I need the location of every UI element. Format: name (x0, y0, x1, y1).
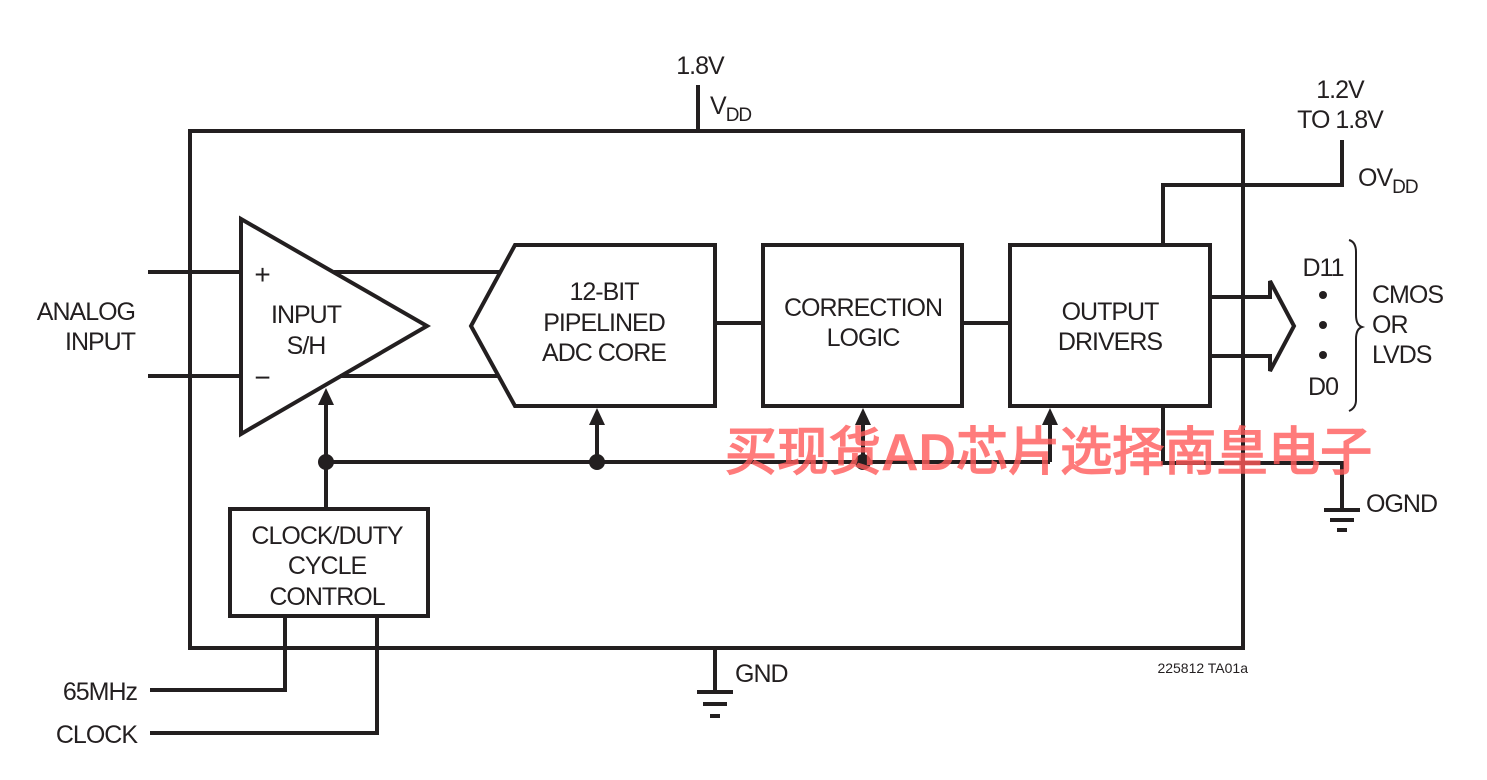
format-label-1: CMOS (1372, 281, 1443, 309)
adc-core-block (468, 243, 717, 408)
clock-block-label-1: CLOCK/DUTY (251, 522, 403, 550)
ovdd-label: OVDD (1358, 164, 1418, 198)
clock-block-label-3: CONTROL (269, 583, 385, 611)
vdd-label: VDD (710, 92, 751, 126)
d11-label: D11 (1302, 254, 1343, 282)
clock-freq-label: 65MHz (63, 678, 138, 706)
vdd-voltage: 1.8V (676, 52, 725, 80)
minus-sign: − (254, 362, 269, 393)
clock-input-wire-1 (150, 616, 287, 692)
bus-dot (1319, 321, 1327, 329)
sh-label-2: S/H (287, 332, 326, 360)
figure-id: 225812 TA01a (1157, 660, 1248, 676)
bus-dot (1319, 351, 1327, 359)
adc-label-2: PIPELINED (543, 309, 665, 337)
d0-label: D0 (1308, 373, 1338, 401)
clock-block-label-2: CYCLE (288, 552, 367, 580)
arrow-up-icon (1042, 408, 1058, 425)
correction-label-2: LOGIC (827, 324, 901, 352)
arrow-up-icon (589, 408, 605, 425)
correction-label-1: CORRECTION (784, 294, 942, 322)
clock-input-wire-2 (150, 616, 379, 735)
analog-input-label-1: ANALOG (37, 298, 135, 326)
output-bus-arrow (1210, 280, 1297, 372)
plus-sign: + (254, 259, 269, 290)
format-label-3: LVDS (1372, 341, 1432, 369)
adc-label-1: 12-BIT (569, 278, 639, 306)
arrow-up-icon (855, 408, 871, 425)
adc-label-3: ADC CORE (542, 339, 666, 367)
gnd-label: GND (735, 660, 788, 688)
ognd-label: OGND (1366, 490, 1437, 518)
arrow-up-icon (318, 388, 334, 405)
clock-duty-cycle-block (228, 507, 430, 618)
clock-label: CLOCK (56, 721, 138, 749)
format-label-2: OR (1372, 311, 1408, 339)
ovdd-voltage-1: 1.2V (1316, 76, 1365, 104)
ognd-wire (1161, 406, 1344, 510)
bus-dot (1319, 291, 1327, 299)
output-label-2: DRIVERS (1058, 328, 1162, 356)
output-label-1: OUTPUT (1062, 298, 1160, 326)
correction-logic-block (761, 243, 964, 408)
ovdd-wire (1161, 140, 1344, 245)
output-drivers-block (1008, 243, 1212, 408)
sh-label-1: INPUT (271, 301, 342, 329)
watermark: 买现货AD芯片选择南皇电子 (725, 424, 1372, 482)
brace (1348, 239, 1366, 412)
analog-input-label-2: INPUT (65, 328, 136, 356)
ovdd-voltage-2: TO 1.8V (1297, 106, 1384, 134)
